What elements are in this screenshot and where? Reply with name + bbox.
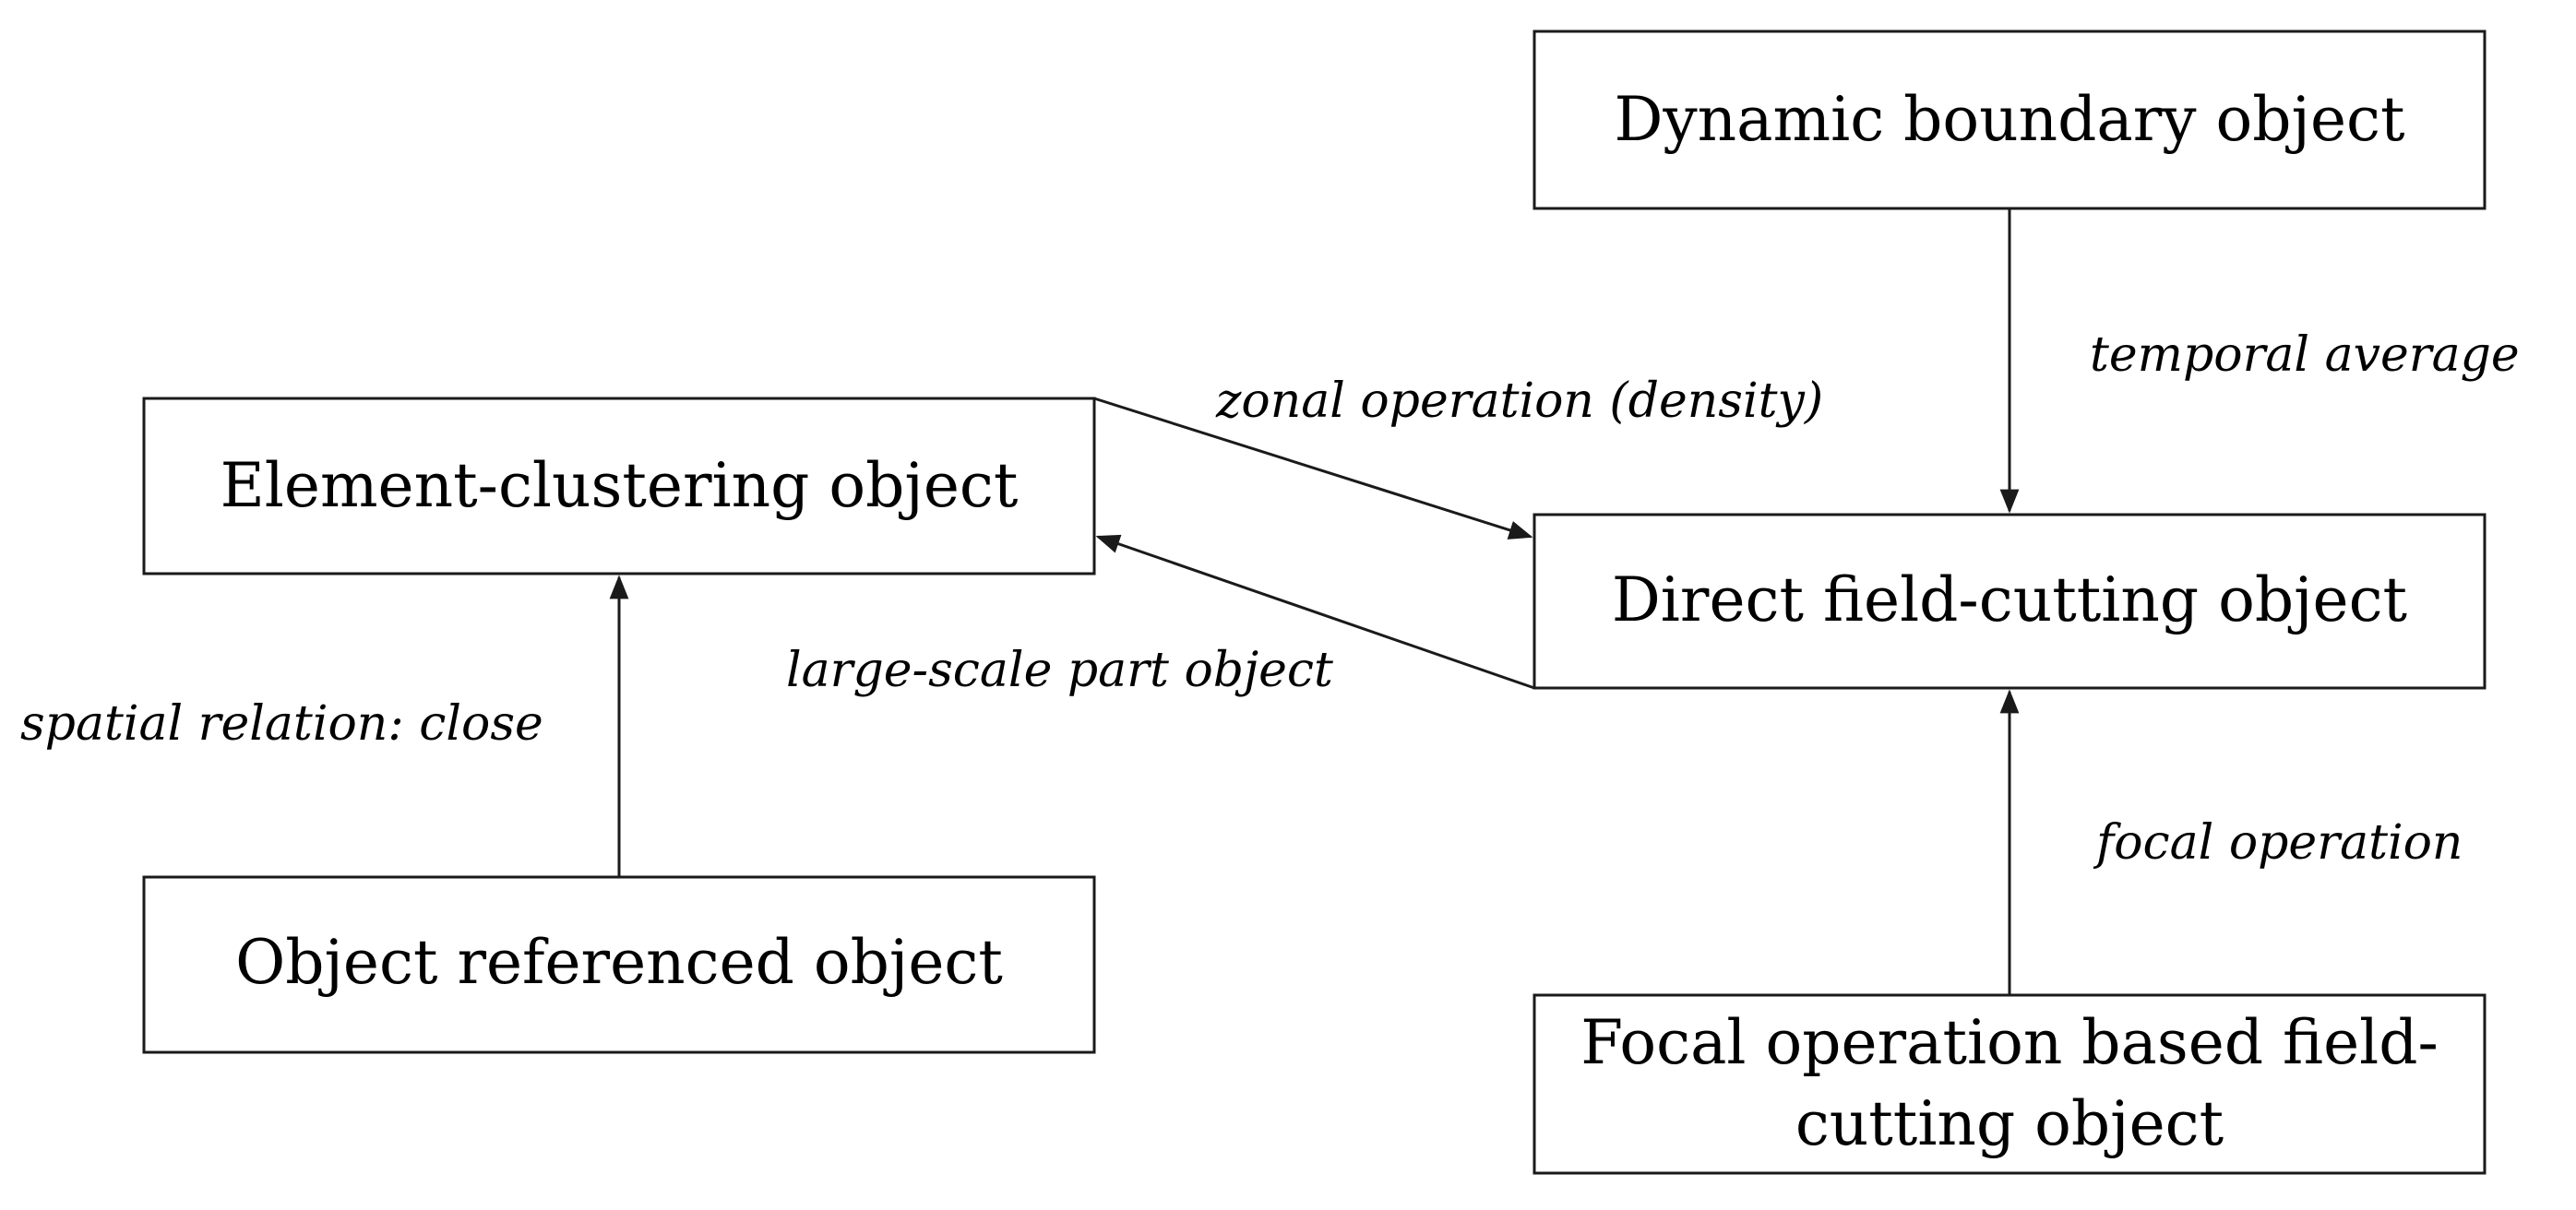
- node-dynamic-boundary-label: Dynamic boundary object: [1614, 84, 2404, 155]
- edge-large-scale-part: large-scale part object: [786, 534, 1535, 698]
- edge-focal-operation-label: focal operation: [2093, 815, 2463, 871]
- node-dynamic-boundary: Dynamic boundary object: [1532, 30, 2487, 210]
- edge-temporal-average: temporal average: [1999, 208, 2520, 514]
- node-object-referenced-label: Object referenced object: [235, 927, 1003, 998]
- edge-zonal-operation: zonal operation (density): [1093, 374, 1823, 540]
- edge-zonal-operation-label: zonal operation (density): [1215, 374, 1823, 429]
- node-element-clustering: Element-clustering object: [142, 397, 1096, 575]
- edge-temporal-average-label: temporal average: [2090, 327, 2520, 383]
- node-focal-operation-based-label-line2: cutting object: [1795, 1088, 2224, 1159]
- node-object-referenced-box: [142, 875, 1096, 1054]
- edge-spatial-relation: spatial relation: close: [20, 575, 629, 877]
- edge-zonal-operation-arrow: [1093, 397, 1533, 540]
- edge-spatial-relation-label: spatial relation: close: [20, 696, 543, 752]
- node-direct-field-cutting-label: Direct field-cutting object: [1612, 564, 2407, 635]
- node-direct-field-cutting-box: [1532, 513, 2487, 690]
- node-element-clustering-label: Element-clustering object: [221, 450, 1019, 521]
- node-focal-operation-based: Focal operation based field- cutting obj…: [1532, 993, 2487, 1175]
- edge-focal-operation: focal operation: [1999, 689, 2463, 995]
- node-object-referenced: Object referenced object: [142, 875, 1096, 1054]
- node-direct-field-cutting: Direct field-cutting object: [1532, 513, 2487, 690]
- node-dynamic-boundary-box: [1532, 30, 2487, 210]
- node-focal-operation-based-box: [1532, 993, 2487, 1175]
- node-focal-operation-based-label-line1: Focal operation based field-: [1580, 1007, 2439, 1078]
- edge-large-scale-part-arrow: [1095, 534, 1535, 690]
- edge-large-scale-part-label: large-scale part object: [786, 643, 1333, 698]
- node-element-clustering-box: [142, 397, 1096, 575]
